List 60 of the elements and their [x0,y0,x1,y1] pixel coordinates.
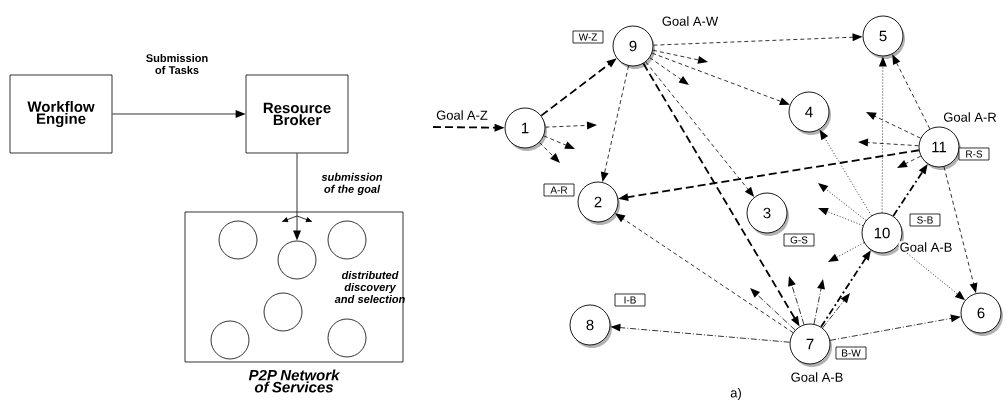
arrow [615,213,794,333]
arrow [645,61,755,198]
edge-label: Goal A-Z [430,109,494,121]
tag-box: G-S [783,233,815,247]
arrow [750,288,796,331]
arrow [829,314,961,341]
arrow [642,62,800,327]
arrow [866,112,921,139]
arrow [618,149,920,202]
arrow [651,52,790,106]
edge-label: submission of the goal [311,171,393,197]
arrow [820,250,871,328]
arrow [653,33,863,46]
arrow [543,135,575,149]
arrow [293,153,301,241]
arrow [788,276,805,325]
arrow [813,279,825,325]
goal-label: Goal A-R [942,111,998,123]
arrow [878,56,887,213]
circle-node [277,240,317,280]
network-title: P2P Network of Services [248,369,341,393]
tag-box: B-W [835,346,867,360]
arrow [892,54,931,130]
arrow [858,138,919,147]
network-box: distributed discovery and selection [184,211,405,363]
arrow [649,57,689,85]
arrow [545,121,597,130]
tag-box: W-Z [572,30,604,44]
arrow [540,58,617,117]
circle-node [218,220,258,260]
edge-label: Submission of Tasks [135,52,219,76]
arrow [892,164,928,217]
circle-node [263,292,303,332]
arrow [818,183,867,221]
arrow [610,323,791,343]
arrow [112,110,246,118]
tag-box: I-B [614,293,646,307]
circle-node [327,220,367,260]
arrow [897,245,966,301]
arrow [828,242,865,262]
tag-box: R-S [958,147,990,161]
circle-node [327,318,367,358]
arrow [652,49,708,64]
tag-box: A-R [543,183,575,197]
goal-label: Goal A-W [660,15,720,27]
arrow [943,166,978,294]
arrow [818,207,864,226]
circle-node [210,320,250,360]
goal-label: Goal A-B [898,241,954,253]
arrow [432,123,505,132]
arrow [600,65,629,183]
arrow [539,142,560,163]
arrow [822,293,850,329]
process-box: Workflow Engine [9,74,113,154]
process-box: Resource Broker [245,74,349,154]
panel-label: a) [730,387,741,401]
goal-label: Goal A-B [789,371,845,383]
tag-box: S-B [909,213,941,227]
arrow [897,155,922,168]
arrow [819,129,872,216]
